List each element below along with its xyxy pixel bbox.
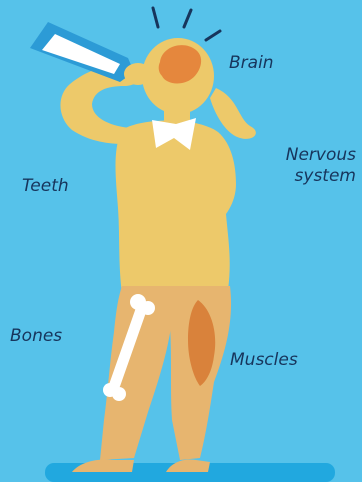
water-bottle-icon — [30, 22, 134, 82]
label-nervous-system-line-1: Nervous — [246, 145, 356, 166]
label-nervous-system-line-2: system — [246, 166, 356, 187]
right-foot — [166, 460, 210, 473]
label-bones: Bones — [10, 326, 62, 347]
label-muscles: Muscles — [230, 350, 298, 371]
left-foot — [72, 460, 134, 473]
label-teeth: Teeth — [22, 176, 69, 197]
sparkle-lines-icon — [153, 8, 220, 40]
label-nervous-system: Nervous system — [246, 145, 356, 187]
label-brain: Brain — [229, 53, 274, 74]
